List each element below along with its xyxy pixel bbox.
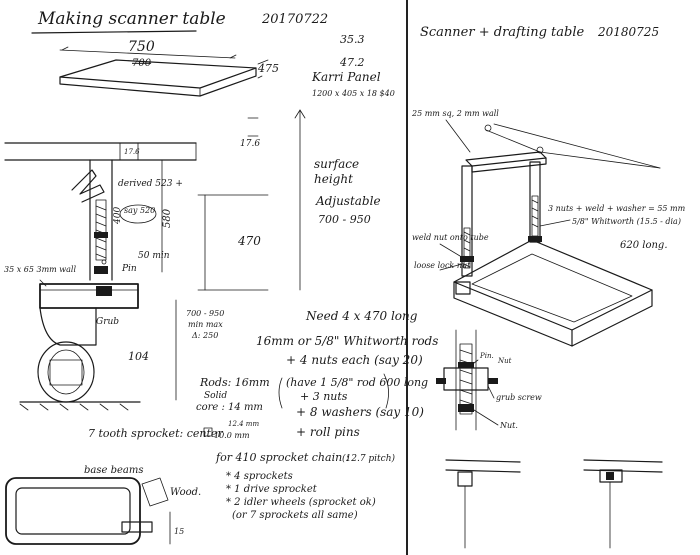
sprocket-label: 7 tooth sprocket: center — [88, 427, 223, 440]
base-beams-drawing: base beams Wood. 15 — [5, 465, 201, 545]
thickness-small: 17.6 — [124, 148, 140, 156]
pin-label: Pin — [121, 264, 137, 274]
height-label: height — [314, 172, 353, 186]
say-label: say 520 — [124, 206, 155, 215]
dim-470: 470 — [237, 234, 261, 248]
bottom-detail-right — [583, 459, 663, 549]
grub-label: Grub — [96, 317, 119, 327]
drafting-frame-drawing — [453, 123, 661, 347]
need-5: + 3 nuts — [300, 390, 348, 403]
wall-label: 35 x 65 3mm wall — [4, 265, 76, 274]
table-top-drawing — [59, 46, 269, 137]
side-elevation: 17.6 — [4, 142, 197, 411]
rods-a: Rods: 16mm — [199, 376, 270, 389]
chain-label: for 410 sprocket chain : — [215, 451, 349, 464]
dim-15: 15 — [174, 527, 184, 536]
wood-label: Wood. — [170, 487, 201, 498]
dimensions: derived 523 + say 520 400 580 470 50 min… — [4, 159, 269, 401]
list-3: * 2 idler wheels (sprocket ok) — [226, 497, 376, 508]
nut-top-label: Nut — [497, 357, 512, 365]
page-divider — [406, 0, 408, 555]
surface-height-notes: surface height Adjustable 700 - 950 — [294, 109, 381, 291]
range-label: 700 - 950 — [318, 213, 371, 226]
dim-104: 104 — [128, 350, 149, 363]
top-width-label: 750 — [128, 39, 155, 55]
whitworth-label: 5/8" Whitworth (15.5 - dia) — [572, 217, 681, 226]
need-7: + roll pins — [296, 425, 360, 439]
rod-detail-drawing — [436, 329, 498, 431]
thickness-label: 17.6 — [240, 139, 260, 149]
derived-label: derived 523 + — [118, 179, 183, 189]
tube-label: 25 mm sq, 2 mm wall — [411, 109, 499, 118]
left-date: 20170722 — [261, 12, 328, 27]
left-sketch: Making scanner table 20170722 750 700 47… — [4, 9, 438, 545]
bottom-detail-left — [445, 459, 521, 549]
left-title: Making scanner table — [37, 9, 226, 29]
top-depth-label: 475 — [257, 62, 279, 75]
note-a: 35.3 — [340, 33, 365, 46]
materials-notes: Need 4 x 470 long 16mm or 5/8" Whitworth… — [88, 309, 438, 521]
right-date: 20180725 — [597, 25, 659, 39]
dim-50min: 50 min — [138, 251, 170, 261]
base-beams-label: base beams — [84, 465, 144, 476]
pitch-label: (12.7 pitch) — [342, 453, 396, 464]
need-3: + 4 nuts each (say 20) — [286, 353, 423, 367]
right-title: Scanner + drafting table — [420, 25, 585, 40]
list-1: * 4 sprockets — [226, 471, 293, 482]
rods-b: Solid — [204, 391, 227, 401]
sprocket-dim-a: 12.4 mm — [228, 420, 259, 428]
weld-nut-label: weld nut onto tube — [412, 233, 489, 242]
need-2: 16mm or 5/8" Whitworth rods — [256, 334, 438, 348]
dim-580: 580 — [162, 208, 173, 228]
list-2: * 1 drive sprocket — [226, 484, 318, 495]
sprocket-dim-b: 10.0 mm — [214, 431, 250, 440]
dim-400: 400 — [113, 207, 123, 225]
panel-name: Karri Panel — [311, 70, 381, 84]
nuts-label: 3 nuts + weld + washer = 55 mm — [548, 204, 686, 213]
range-b: min max — [188, 320, 223, 329]
nut-bottom-label: Nut. — [499, 421, 518, 430]
top-width-old-label: 700 — [132, 58, 152, 69]
title-underline — [31, 30, 197, 34]
need-1: Need 4 x 470 long — [305, 309, 418, 323]
loose-lock-label: loose lock nut — [414, 261, 471, 270]
rods-c: core : 14 mm — [196, 402, 263, 413]
surface-label: surface — [314, 157, 359, 171]
long-label: 620 long. — [620, 240, 668, 251]
range-a: 700 - 950 — [186, 309, 224, 318]
pin-label-right: Pin. — [479, 352, 494, 360]
need-4: (have 1 5/8" rod 600 long — [286, 376, 428, 389]
right-sketch: Scanner + drafting table 20180725 25 mm … — [411, 25, 686, 549]
note-b: 47.2 — [339, 56, 365, 69]
adjustable-label: Adjustable — [315, 194, 381, 208]
panel-size: 1200 x 405 x 18 $40 — [312, 89, 395, 98]
grub-label-right: grub screw — [496, 393, 542, 402]
delta-label: Δ: 250 — [191, 331, 218, 340]
list-4: (or 7 sprockets all same) — [232, 510, 358, 521]
need-6: + 8 washers (say 10) — [296, 405, 424, 419]
